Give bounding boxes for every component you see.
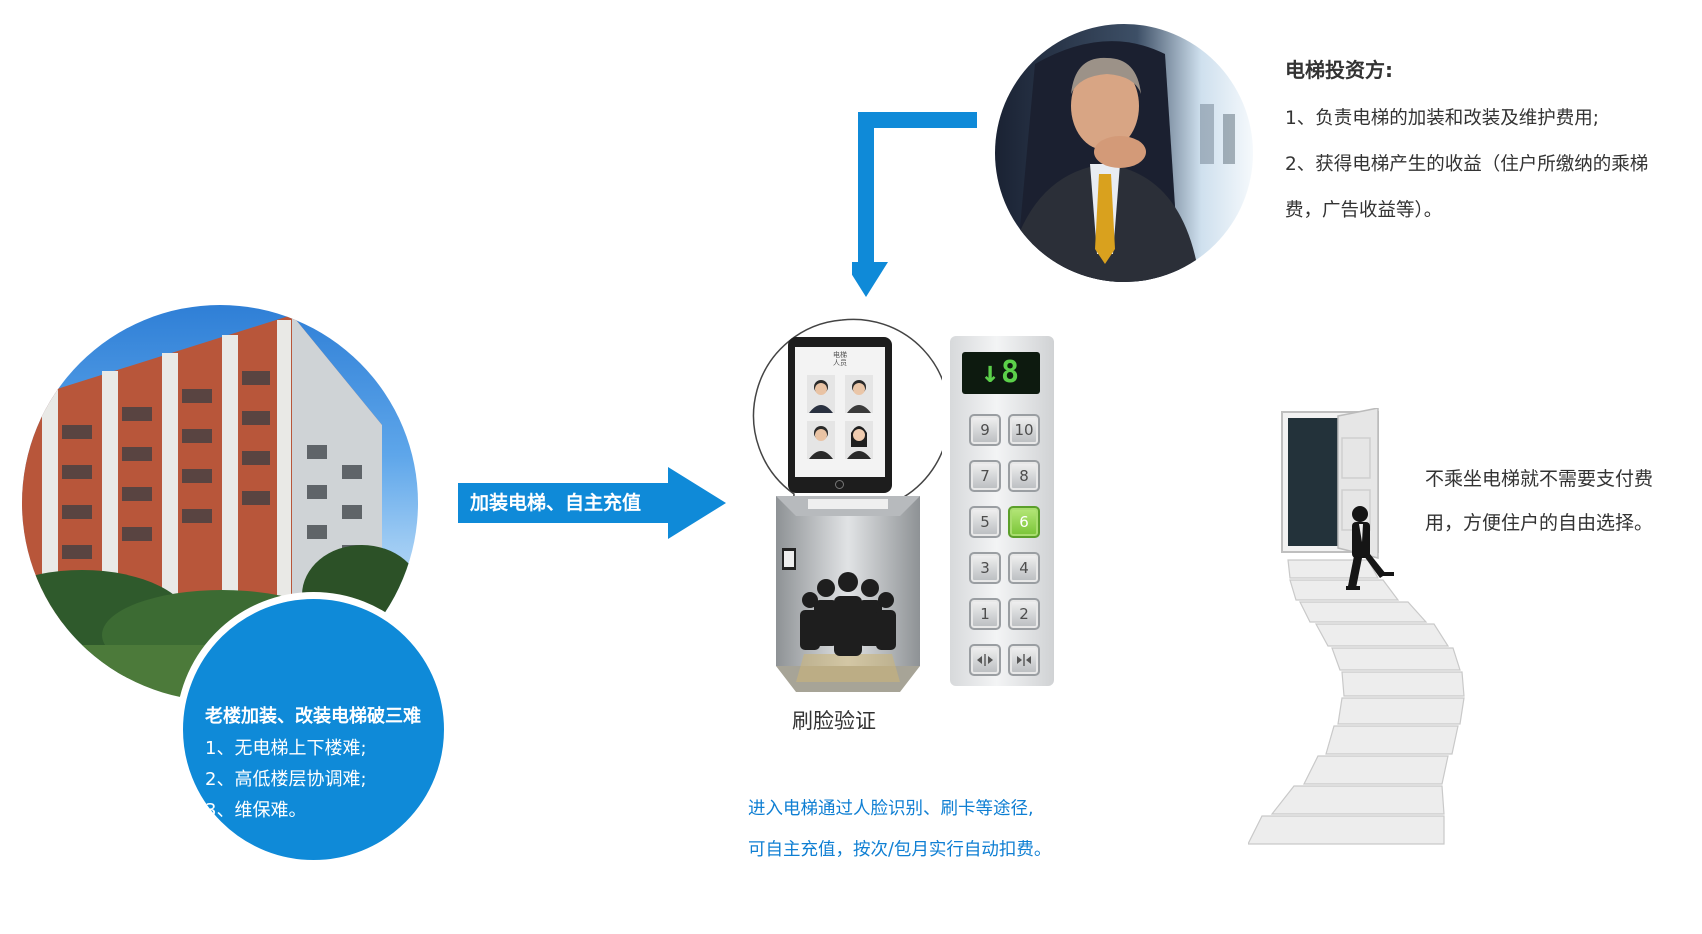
floor-button-10[interactable]: 10 — [1008, 414, 1040, 446]
investor-photo — [995, 24, 1253, 282]
investor-item-2-cont: 费，广告收益等）。 — [1285, 200, 1443, 221]
tablet-home-button — [835, 480, 844, 489]
elevator-car — [776, 496, 920, 692]
investor-item-2: 2、获得电梯产生的收益（住户所缴纳的乘梯 — [1285, 154, 1649, 175]
tablet-header: 电梯人员 — [833, 351, 847, 367]
building-photo — [22, 305, 418, 701]
old-building-item-1: 1、无电梯上下楼难; — [205, 738, 367, 759]
stairs-text-line-2: 用，方便住户的自由选择。 — [1425, 512, 1654, 534]
door-close-button[interactable] — [1008, 644, 1040, 676]
floor-button-2[interactable]: 2 — [1008, 598, 1040, 630]
floor-button-4[interactable]: 4 — [1008, 552, 1040, 584]
door-open-icon — [977, 654, 993, 666]
floor-button-5[interactable]: 5 — [969, 506, 1001, 538]
face-tablet: 电梯人员 — [788, 337, 892, 493]
elevator-description-line-2: 可自主充值，按次/包月实行自动扣费。 — [748, 840, 1052, 860]
arrow-label: 加装电梯、自主充值 — [470, 492, 642, 514]
down-arrow — [852, 112, 977, 297]
investor-title: 电梯投资方: — [1285, 58, 1393, 82]
old-building-item-3: 3、维保难。 — [205, 800, 307, 821]
floor-button-8[interactable]: 8 — [1008, 460, 1040, 492]
door-open-button[interactable] — [969, 644, 1001, 676]
floor-button-1[interactable]: 1 — [969, 598, 1001, 630]
stairs-text-line-1: 不乘坐电梯就不需要支付费 — [1425, 468, 1654, 490]
elevator-description-line-1: 进入电梯通过人脸识别、刷卡等途径, — [748, 799, 1034, 819]
old-building-info-circle — [176, 592, 451, 867]
floor-button-7[interactable]: 7 — [969, 460, 1001, 492]
investor-item-1: 1、负责电梯的加装和改装及维护费用; — [1285, 108, 1600, 129]
floor-button-3[interactable]: 3 — [969, 552, 1001, 584]
face-verification-label: 刷脸验证 — [792, 709, 876, 733]
right-arrow — [458, 467, 726, 539]
old-building-item-2: 2、高低楼层协调难; — [205, 769, 367, 790]
floor-button-6[interactable]: 6 — [1008, 506, 1040, 538]
floor-button-9[interactable]: 9 — [969, 414, 1001, 446]
door-close-icon — [1017, 654, 1031, 666]
stairs-illustration — [1248, 408, 1465, 845]
old-building-title: 老楼加装、改装电梯破三难 — [205, 706, 421, 727]
floor-display: ↓8 — [962, 352, 1040, 394]
